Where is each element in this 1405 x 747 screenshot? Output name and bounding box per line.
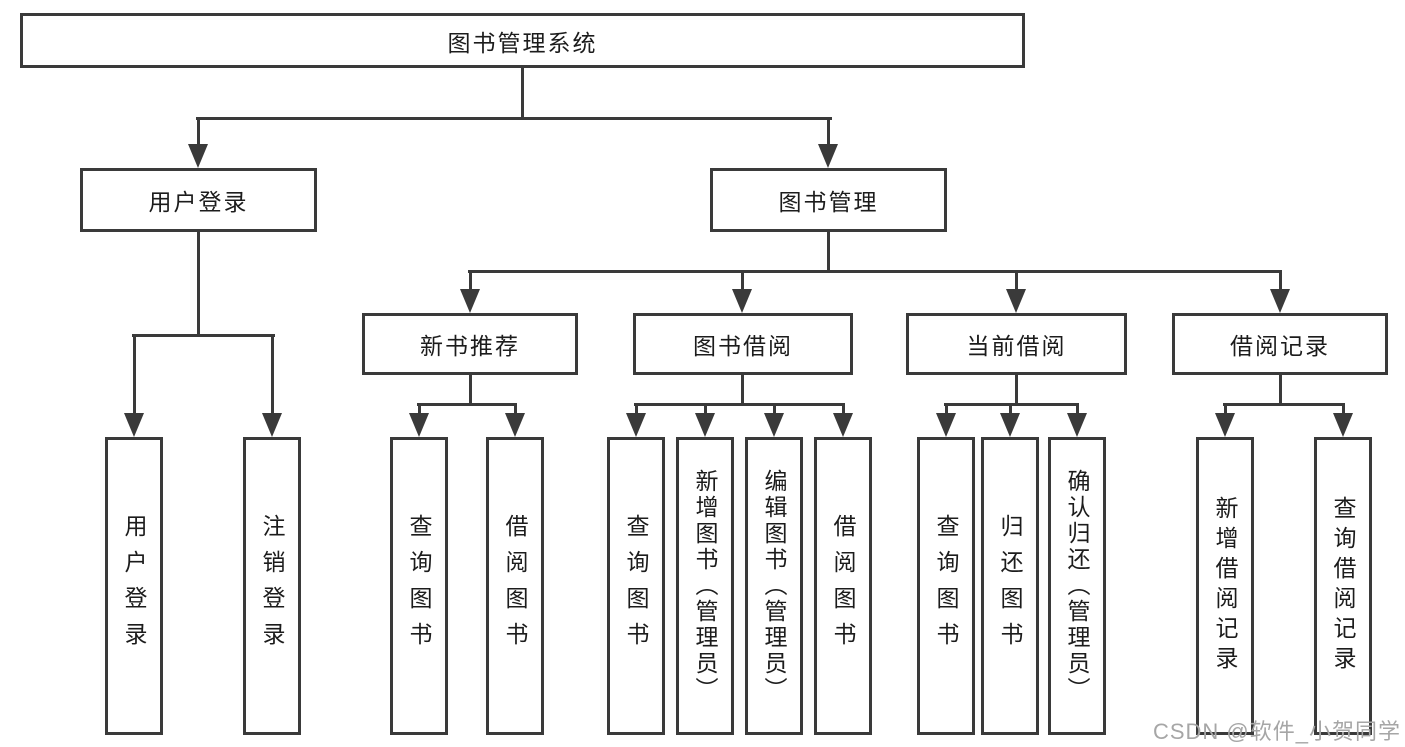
leaf-add-book-admin: 新增图书（管理员） bbox=[676, 437, 734, 735]
node-book-borrow-label: 图书借阅 bbox=[693, 333, 793, 359]
leaf-edit-book-admin: 编辑图书（管理员） bbox=[745, 437, 803, 735]
arrow-down-leaf bbox=[1067, 413, 1087, 437]
leaf-user-login: 用户登录 bbox=[105, 437, 163, 735]
node-new-book-recommend-label: 新书推荐 bbox=[420, 333, 520, 359]
arrow-down-leaf bbox=[409, 413, 429, 437]
arrow-down-leaf bbox=[1215, 413, 1235, 437]
arrow-down-leaf bbox=[505, 413, 525, 437]
leaf-borrow-book-recommend-label: 借阅图书 bbox=[502, 514, 528, 658]
connector-new-book-stem bbox=[469, 373, 472, 406]
node-book-management: 图书管理 bbox=[710, 168, 947, 232]
leaf-return-book: 归还图书 bbox=[981, 437, 1039, 735]
leaf-logout-login: 注销登录 bbox=[243, 437, 301, 735]
arrow-down-leaf-logout bbox=[262, 413, 282, 437]
leaf-add-borrow-record: 新增借阅记录 bbox=[1196, 437, 1254, 735]
connector-stub bbox=[1342, 403, 1345, 415]
connector-to-leaf-user-login bbox=[133, 334, 136, 414]
arrow-down-leaf bbox=[626, 413, 646, 437]
node-root-label: 图书管理系统 bbox=[447, 29, 598, 56]
leaf-return-book-label: 归还图书 bbox=[997, 514, 1023, 658]
connector-book-management-bar bbox=[468, 270, 1282, 273]
connector-user-login-bar bbox=[132, 334, 275, 337]
node-book-management-label: 图书管理 bbox=[778, 189, 879, 215]
node-current-borrow-label: 当前借阅 bbox=[966, 333, 1067, 359]
leaf-user-login-label: 用户登录 bbox=[121, 514, 147, 658]
leaf-query-book-borrow: 查询图书 bbox=[607, 437, 665, 735]
arrow-down-leaf bbox=[695, 413, 715, 437]
node-current-borrow: 当前借阅 bbox=[906, 313, 1127, 375]
connector-stub bbox=[704, 403, 707, 415]
connector-to-new-book bbox=[469, 270, 472, 291]
arrow-down-book-borrow bbox=[732, 289, 752, 313]
watermark: CSDN @软件_小贺同学 bbox=[1152, 719, 1401, 744]
connector-book-management-stem bbox=[827, 230, 830, 273]
arrow-down-leaf bbox=[1000, 413, 1020, 437]
leaf-query-borrow-record-label: 查询借阅记录 bbox=[1330, 496, 1356, 676]
leaf-query-book-current: 查询图书 bbox=[917, 437, 975, 735]
connector-to-book-management bbox=[827, 117, 830, 147]
connector-to-leaf-logout bbox=[271, 334, 274, 414]
connector-stub bbox=[945, 403, 948, 415]
leaf-borrow-book-recommend: 借阅图书 bbox=[486, 437, 544, 735]
connector-stub bbox=[1076, 403, 1079, 415]
leaf-query-book-borrow-label: 查询图书 bbox=[623, 514, 649, 658]
node-book-borrow: 图书借阅 bbox=[633, 313, 853, 375]
leaf-borrow-book-label: 借阅图书 bbox=[830, 514, 856, 658]
connector-to-current-borrow bbox=[1015, 270, 1018, 291]
leaf-add-borrow-record-label: 新增借阅记录 bbox=[1212, 496, 1238, 676]
connector-root-bar bbox=[196, 117, 832, 120]
connector-stub bbox=[1009, 403, 1012, 415]
node-borrow-record-label: 借阅记录 bbox=[1230, 333, 1330, 359]
leaf-query-book-recommend: 查询图书 bbox=[390, 437, 448, 735]
node-borrow-record: 借阅记录 bbox=[1172, 313, 1388, 375]
leaf-query-book-current-label: 查询图书 bbox=[933, 514, 959, 658]
connector-borrow-record-bar bbox=[1223, 403, 1345, 406]
node-user-login: 用户登录 bbox=[80, 168, 317, 232]
arrow-down-book-management bbox=[818, 144, 838, 168]
leaf-edit-book-admin-label: 编辑图书（管理员） bbox=[761, 469, 787, 703]
leaf-query-borrow-record: 查询借阅记录 bbox=[1314, 437, 1372, 735]
connector-user-login-stem bbox=[197, 230, 200, 337]
node-new-book-recommend: 新书推荐 bbox=[362, 313, 578, 375]
connector-to-user-login bbox=[197, 117, 200, 147]
connector-current-borrow-stem bbox=[1015, 373, 1018, 406]
arrow-down-borrow-record bbox=[1270, 289, 1290, 313]
arrow-down-leaf bbox=[936, 413, 956, 437]
leaf-confirm-return-admin-label: 确认归还（管理员） bbox=[1064, 469, 1090, 703]
connector-stub bbox=[418, 403, 421, 415]
leaf-logout-login-label: 注销登录 bbox=[259, 514, 285, 658]
arrow-down-current-borrow bbox=[1006, 289, 1026, 313]
connector-stub bbox=[1224, 403, 1227, 415]
connector-stub bbox=[514, 403, 517, 415]
arrow-down-user-login bbox=[188, 144, 208, 168]
connector-stub bbox=[635, 403, 638, 415]
leaf-add-book-admin-label: 新增图书（管理员） bbox=[692, 469, 718, 703]
connector-stub bbox=[842, 403, 845, 415]
leaf-query-book-recommend-label: 查询图书 bbox=[406, 514, 432, 658]
arrow-down-leaf bbox=[764, 413, 784, 437]
connector-to-borrow-record bbox=[1279, 270, 1282, 291]
connector-to-book-borrow bbox=[741, 270, 744, 291]
connector-stub bbox=[773, 403, 776, 415]
connector-root-stem bbox=[521, 66, 524, 119]
node-root: 图书管理系统 bbox=[20, 13, 1025, 68]
connector-new-book-bar bbox=[417, 403, 517, 406]
arrow-down-leaf bbox=[1333, 413, 1353, 437]
leaf-confirm-return-admin: 确认归还（管理员） bbox=[1048, 437, 1106, 735]
connector-book-borrow-bar bbox=[634, 403, 845, 406]
arrow-down-new-book bbox=[460, 289, 480, 313]
connector-book-borrow-stem bbox=[741, 373, 744, 406]
node-user-login-label: 用户登录 bbox=[148, 189, 249, 215]
arrow-down-leaf-user-login bbox=[124, 413, 144, 437]
leaf-borrow-book: 借阅图书 bbox=[814, 437, 872, 735]
arrow-down-leaf bbox=[833, 413, 853, 437]
connector-borrow-record-stem bbox=[1279, 373, 1282, 406]
